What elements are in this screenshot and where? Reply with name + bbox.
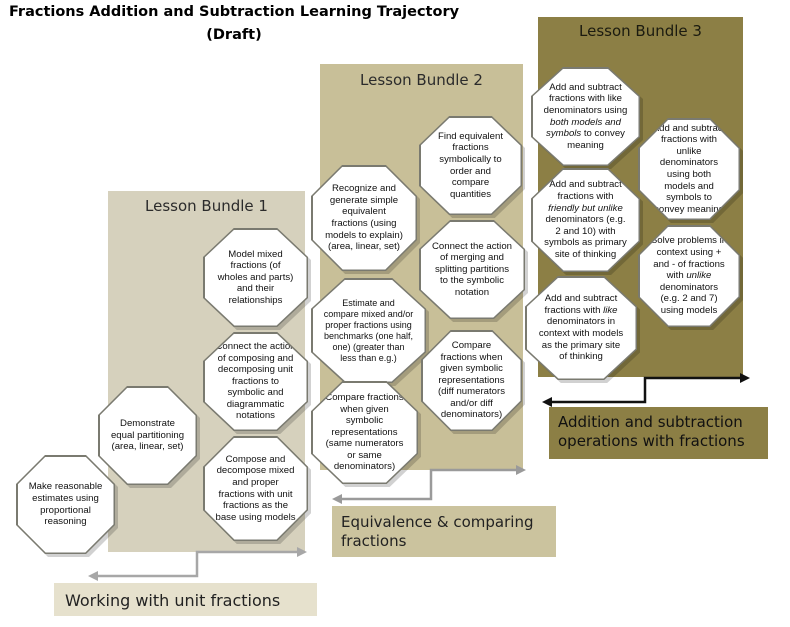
node-add-subtract-friendly-unlike: Add and subtract fractions with friendly…	[531, 168, 640, 272]
arrow-bundle-1	[88, 547, 307, 581]
diagram-title: Fractions Addition and Subtraction Learn…	[8, 4, 460, 20]
node-compose-decompose-models-text: Compose and decompose mixed and proper f…	[204, 437, 307, 540]
node-merge-split-partitions-text: Connect the action of merging and splitt…	[420, 221, 524, 318]
strand-operations-label: Addition and subtraction operations with…	[558, 413, 745, 450]
strand-unit-fractions: Working with unit fractions	[54, 583, 317, 616]
node-add-subtract-unlike-models-symbols-text: Add and subtract fractions with unlike d…	[639, 119, 739, 219]
node-compare-diff-num-den: Compare fractions when given symbolic re…	[421, 330, 522, 431]
node-add-subtract-like-context: Add and subtract fractions with like den…	[525, 276, 637, 380]
node-merge-split-partitions: Connect the action of merging and splitt…	[419, 220, 525, 319]
node-equal-partitioning-text: Demonstrate equal partitioning (area, li…	[99, 387, 196, 484]
node-compose-decompose-models: Compose and decompose mixed and proper f…	[203, 436, 308, 541]
node-compose-decompose-notation-text: Connect the action of composing and deco…	[204, 333, 307, 430]
node-reasonable-estimates-text: Make reasonable estimates using proporti…	[17, 456, 114, 553]
strand-equivalence-label: Equivalence & comparing fractions	[341, 513, 534, 550]
node-model-mixed-fractions-text: Model mixed fractions (of wholes and par…	[204, 229, 307, 326]
arrow-bundle-2	[332, 465, 526, 504]
arrow-bundle-3	[542, 373, 750, 407]
node-simple-equivalent-fractions-text: Recognize and generate simple equivalent…	[312, 166, 416, 270]
node-add-subtract-like-models-symbols: Add and subtract fractions with like den…	[531, 67, 640, 166]
node-compare-same-num-den-text: Compare fractions when given symbolic re…	[312, 382, 417, 483]
node-estimate-benchmarks: Estimate and compare mixed and/or proper…	[311, 278, 426, 383]
node-reasonable-estimates: Make reasonable estimates using proporti…	[16, 455, 115, 554]
node-model-mixed-fractions: Model mixed fractions (of wholes and par…	[203, 228, 308, 327]
node-add-subtract-unlike-models-symbols: Add and subtract fractions with unlike d…	[638, 118, 740, 220]
node-add-subtract-like-context-text: Add and subtract fractions with like den…	[538, 293, 624, 363]
node-solve-problems-unlike-text: Solve problems in context using + and - …	[650, 235, 728, 316]
lesson-bundle-1-label: Lesson Bundle 1	[145, 197, 268, 215]
node-compose-decompose-notation: Connect the action of composing and deco…	[203, 332, 308, 431]
node-compare-diff-num-den-text: Compare fractions when given symbolic re…	[422, 331, 521, 430]
node-add-subtract-friendly-unlike-text: Add and subtract fractions with friendly…	[544, 179, 627, 260]
node-equivalent-symbolically: Find equivalent fractions symbolically t…	[419, 116, 522, 215]
lesson-bundle-3-label: Lesson Bundle 3	[579, 22, 702, 40]
node-equal-partitioning: Demonstrate equal partitioning (area, li…	[98, 386, 197, 485]
node-simple-equivalent-fractions: Recognize and generate simple equivalent…	[311, 165, 417, 271]
node-compare-same-num-den: Compare fractions when given symbolic re…	[311, 381, 418, 484]
strand-operations: Addition and subtraction operations with…	[549, 407, 768, 459]
strand-equivalence: Equivalence & comparing fractions	[332, 506, 556, 557]
node-estimate-benchmarks-text: Estimate and compare mixed and/or proper…	[312, 279, 425, 382]
node-equivalent-symbolically-text: Find equivalent fractions symbolically t…	[420, 117, 521, 214]
node-add-subtract-like-models-symbols-text: Add and subtract fractions with like den…	[543, 81, 628, 151]
node-solve-problems-unlike: Solve problems in context using + and - …	[638, 225, 740, 327]
diagram-subtitle: (Draft)	[206, 27, 262, 43]
strand-unit-fractions-label: Working with unit fractions	[65, 591, 281, 610]
lesson-bundle-2-label: Lesson Bundle 2	[360, 71, 483, 89]
